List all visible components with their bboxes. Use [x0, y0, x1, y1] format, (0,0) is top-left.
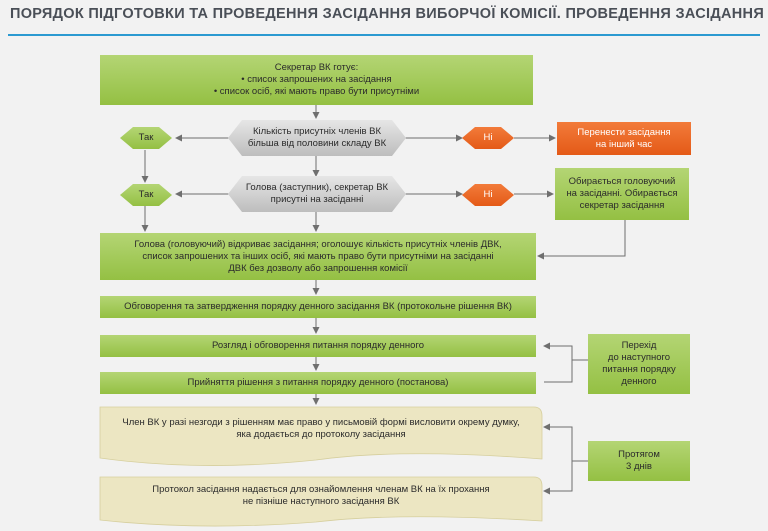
elect-chair-text: Обирається головуючий на засіданні. Обир…	[566, 176, 678, 211]
postpone-box: Перенести засідання на інший час	[557, 122, 691, 155]
secretary-ready-text: Секретар ВК готує: • список запрошених н…	[213, 62, 420, 97]
discussion-text: Розгляд і обговорення питання порядку де…	[211, 340, 424, 351]
yes-label-1-text: Так	[138, 132, 154, 143]
protocol-box-shape	[99, 476, 543, 527]
yes-label-2-text: Так	[138, 189, 154, 200]
next-item-box: Перехід до наступного питання порядку де…	[588, 334, 690, 394]
protocol-box: Протокол засідання надається для ознайом…	[100, 479, 542, 513]
decision-box: Прийняття рішення з питання порядку денн…	[100, 372, 536, 394]
page-title: ПОРЯДОК ПІДГОТОВКИ ТА ПРОВЕДЕННЯ ЗАСІДАН…	[10, 6, 765, 22]
yes-label-1: Так	[120, 127, 172, 149]
title-divider	[8, 34, 760, 36]
dissent-box: Член ВК у разі незгоди з рішенням має пр…	[100, 409, 542, 449]
no-label-2-text: Ні	[483, 189, 493, 200]
quorum-decision-text: Кількість присутніх членів ВК більша від…	[247, 126, 387, 149]
no-label-1-text: Ні	[483, 132, 493, 143]
opening-box: Голова (головуючий) відкриває засідання;…	[100, 233, 536, 280]
secretary-ready-box: Секретар ВК готує: • список запрошених н…	[100, 55, 533, 105]
agenda-text: Обговорення та затвердження порядку денн…	[124, 301, 512, 312]
arrow-days-to-protocol	[543, 461, 573, 495]
no-label-2: Ні	[462, 184, 514, 206]
discussion-box: Розгляд і обговорення питання порядку де…	[100, 335, 536, 357]
head-present-decision-text: Голова (заступник), секретар ВК присутні…	[245, 182, 389, 205]
decision-text: Прийняття рішення з питання порядку денн…	[187, 377, 449, 388]
within-days-text: Протягом 3 днів	[618, 449, 660, 472]
agenda-box: Обговорення та затвердження порядку денн…	[100, 296, 536, 318]
head-present-decision: Голова (заступник), секретар ВК присутні…	[228, 176, 406, 212]
arrow-next-to-discussion	[543, 342, 573, 360]
dissent-text: Член ВК у разі незгоди з рішенням має пр…	[122, 417, 520, 440]
line-decision-to-next	[544, 360, 573, 383]
postpone-text: Перенести засідання на інший час	[577, 126, 671, 150]
elect-chair-box: Обирається головуючий на засіданні. Обир…	[555, 168, 689, 220]
no-label-1: Ні	[462, 127, 514, 149]
quorum-decision: Кількість присутніх членів ВК більша від…	[228, 120, 406, 156]
opening-text: Голова (головуючий) відкриває засідання;…	[134, 238, 502, 274]
arrow-days-to-dissent	[543, 423, 573, 461]
arrow-elect-to-opening	[537, 220, 626, 260]
protocol-text: Протокол засідання надається для ознайом…	[152, 484, 490, 507]
dissent-box-shape	[99, 406, 543, 466]
yes-label-2: Так	[120, 184, 172, 206]
within-days-box: Протягом 3 днів	[588, 441, 690, 481]
next-item-text: Перехід до наступного питання порядку де…	[602, 340, 676, 387]
